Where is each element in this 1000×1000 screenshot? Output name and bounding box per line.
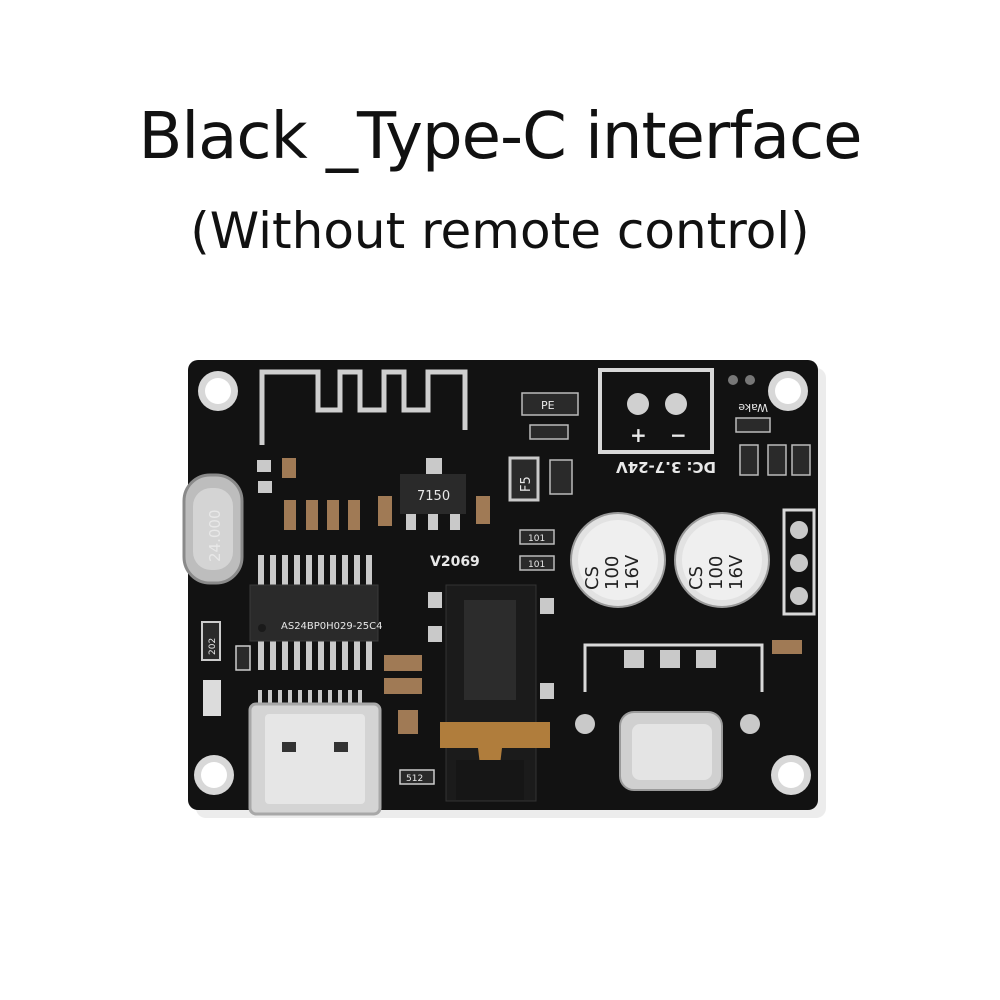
cap-left-line-3: 16V	[622, 554, 643, 590]
bluetooth-chip: AS24BP0H029-25C4	[249, 555, 382, 670]
pe-label: PE	[541, 399, 555, 412]
capacitor-right: CS 100 16V	[674, 512, 770, 608]
minus-label: −	[670, 423, 687, 447]
crystal-label: 24.000	[206, 510, 224, 563]
f5-label: F5	[519, 476, 534, 492]
antenna-trace	[259, 369, 468, 445]
resistor-label-101b: 101	[528, 560, 545, 570]
regulator-label: 7150	[417, 489, 450, 504]
header-pins	[782, 508, 816, 616]
power-label: DC: 3.7-24V	[616, 458, 716, 476]
smd-components	[201, 375, 811, 785]
plus-label: +	[630, 423, 647, 447]
resistor-label-101a: 101	[528, 534, 545, 544]
cap-right-line-3: 16V	[726, 554, 747, 590]
cap-right-line-1: CS	[686, 566, 707, 590]
cap-left-line-2: 100	[602, 556, 623, 590]
cap-left-line-1: CS	[582, 566, 603, 590]
wake-label: Wake	[738, 401, 768, 414]
resistor-label-512: 512	[406, 774, 423, 784]
resistor-label-202: 202	[208, 638, 218, 655]
cap-right-line-2: 100	[706, 556, 727, 590]
power-terminal: + −	[598, 368, 714, 454]
capacitor-left: CS 100 16V	[570, 512, 666, 608]
usb-c-port	[248, 690, 382, 816]
subtitle: (Without remote control)	[190, 202, 810, 260]
audio-jack	[428, 584, 554, 802]
ir-receiver	[575, 643, 764, 791]
chip-label: AS24BP0H029-25C4	[281, 621, 382, 632]
model-label: V2069	[430, 554, 480, 570]
title: Black _Type-C interface	[138, 100, 862, 174]
voltage-regulator: 7150	[400, 458, 466, 530]
mounting-holes	[194, 371, 811, 795]
crystal-oscillator: 24.000	[182, 473, 244, 585]
